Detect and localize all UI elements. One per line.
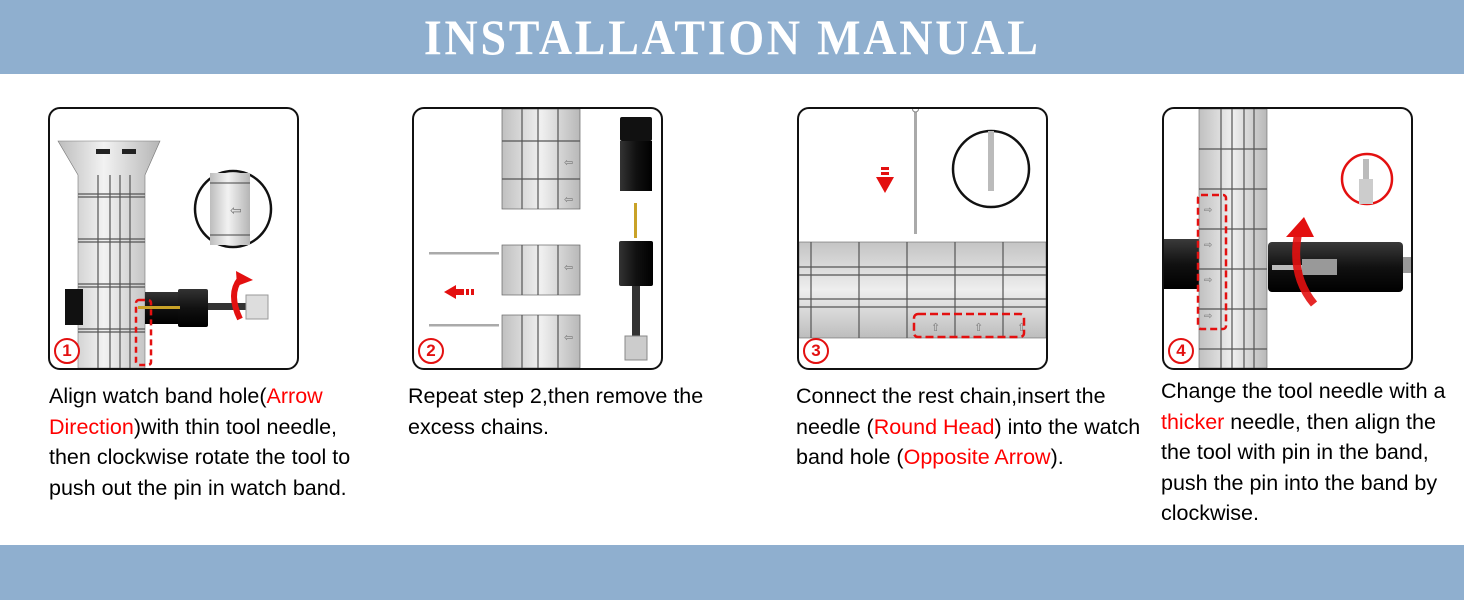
remove-chains-icon: ⇦ ⇦ ⇦ ⇦ bbox=[429, 109, 653, 368]
step-number-badge: 4 bbox=[1168, 338, 1194, 364]
step-1-description: Align watch band hole(Arrow Direction)wi… bbox=[49, 384, 351, 500]
svg-text:⇦: ⇦ bbox=[564, 332, 573, 344]
svg-text:⇨: ⇨ bbox=[1204, 205, 1212, 216]
svg-text:⇦: ⇦ bbox=[564, 262, 573, 274]
step-3-illustration: ⇧ ⇧ ⇧ 3 bbox=[797, 107, 1048, 370]
step-number-badge: 1 bbox=[54, 338, 80, 364]
svg-text:⇦: ⇦ bbox=[230, 202, 242, 218]
footer-banner bbox=[0, 545, 1464, 600]
page-title: INSTALLATION MANUAL bbox=[423, 9, 1041, 65]
highlight-text: Round Head bbox=[873, 414, 995, 439]
highlight-text: Opposite Arrow bbox=[903, 445, 1051, 469]
svg-text:⇧: ⇧ bbox=[974, 322, 983, 334]
highlight-text: thicker bbox=[1161, 409, 1225, 434]
step-1-illustration: ⇦ 1 bbox=[48, 107, 299, 370]
svg-text:⇦: ⇦ bbox=[564, 157, 573, 169]
svg-text:⇦: ⇦ bbox=[564, 194, 573, 206]
thicker-needle-tool-icon: ⇨ ⇨ ⇨ ⇨ bbox=[1164, 109, 1411, 368]
step-4-illustration: ⇨ ⇨ ⇨ ⇨ 4 bbox=[1162, 107, 1413, 370]
step-number-badge: 2 bbox=[418, 338, 444, 364]
header-banner: INSTALLATION MANUAL bbox=[0, 0, 1464, 74]
highlight-text: Arrow Direction bbox=[49, 384, 323, 439]
step-2-illustration: ⇦ ⇦ ⇦ ⇦ 2 bbox=[412, 107, 663, 370]
step-3-description: Connect the rest chain,insert the needle… bbox=[796, 384, 1141, 469]
svg-text:⇧: ⇧ bbox=[931, 322, 940, 334]
svg-text:⇨: ⇨ bbox=[1204, 311, 1212, 322]
step-2-description: Repeat step 2,then remove the excess cha… bbox=[408, 384, 704, 439]
watch-band-pin-tool-icon: ⇦ bbox=[57, 140, 273, 368]
insert-needle-icon: ⇧ ⇧ ⇧ bbox=[799, 109, 1046, 339]
step-number-badge: 3 bbox=[803, 338, 829, 364]
svg-text:⇨: ⇨ bbox=[1204, 240, 1212, 251]
svg-text:⇨: ⇨ bbox=[1204, 275, 1212, 286]
step-4-description: Change the tool needle with a thicker ne… bbox=[1161, 379, 1446, 525]
svg-text:⇧: ⇧ bbox=[1017, 322, 1026, 334]
